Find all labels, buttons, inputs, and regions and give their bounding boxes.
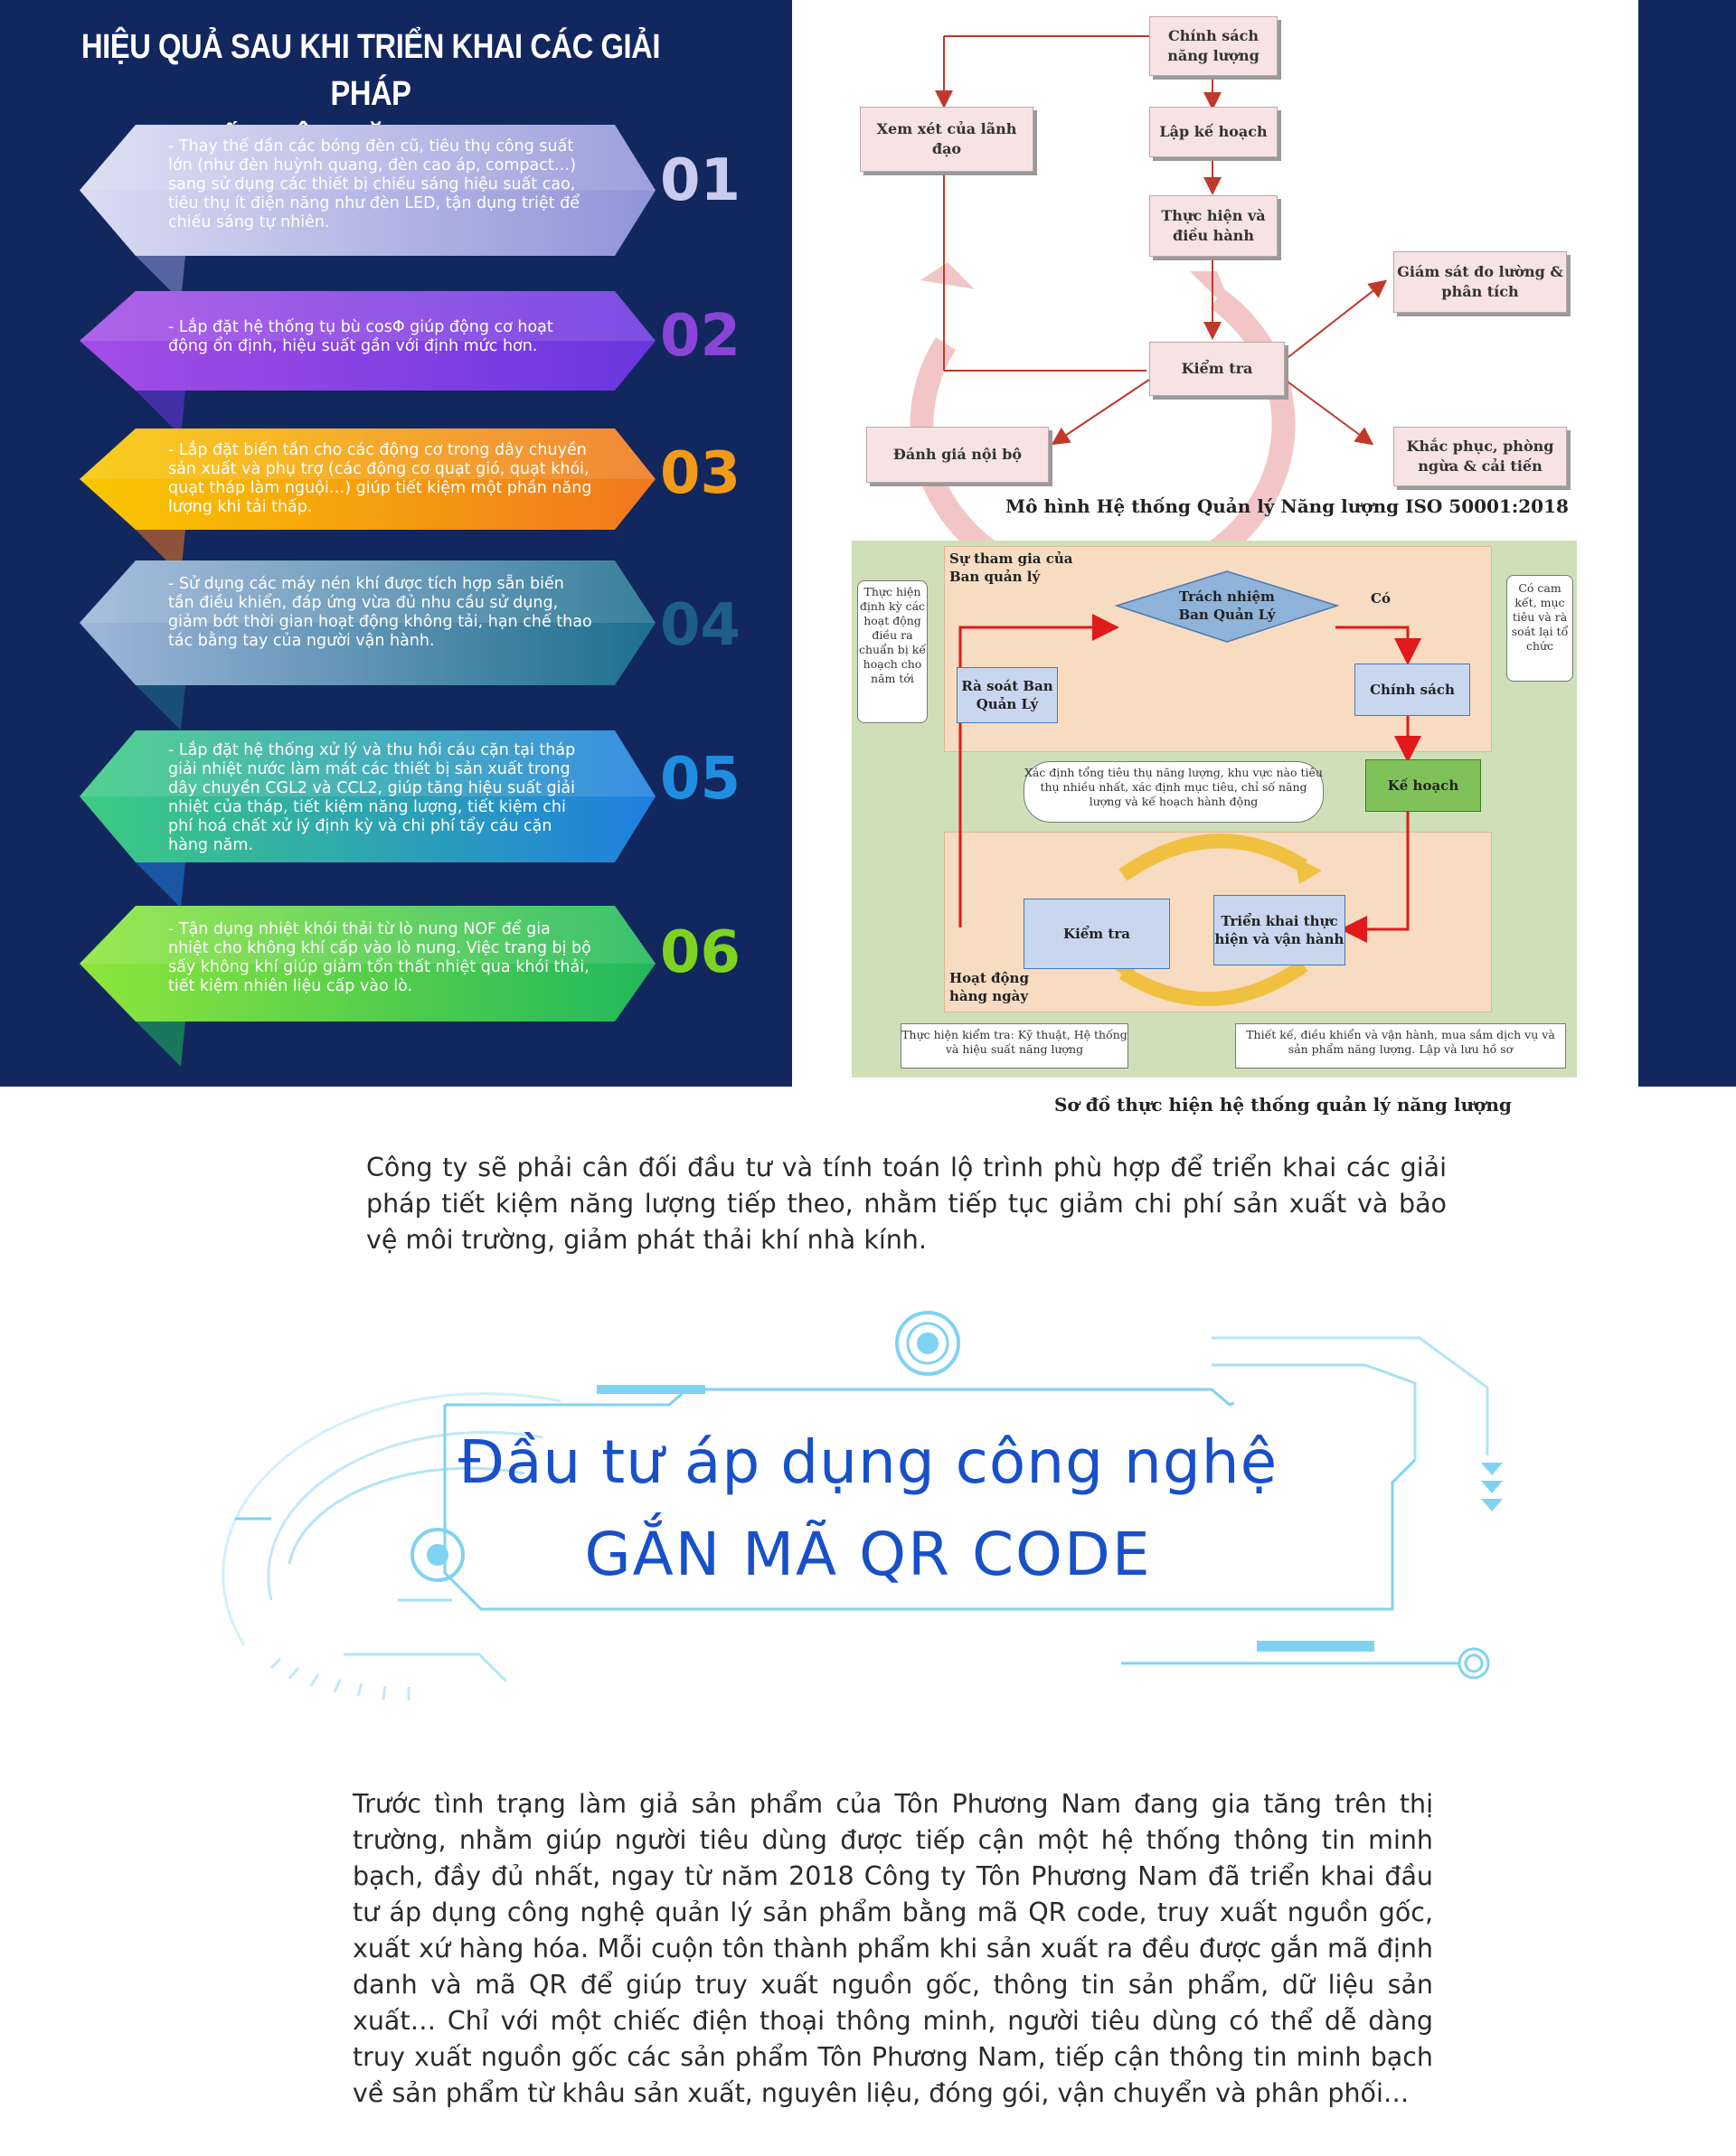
impl-mgmt-label: Sự tham gia của Ban quản lý xyxy=(949,551,1073,585)
iso-box-correct: Khắc phục, phòng ngừa & cải tiến xyxy=(1393,427,1567,486)
step-02-text: - Lắp đặt hệ thống tụ bù cosΦ giúp động … xyxy=(168,318,553,355)
step-04-number: 04 xyxy=(660,592,741,659)
impl-yes-label: Có xyxy=(1371,590,1391,607)
step-03-text: - Lắp đặt biến tần cho các động cơ trong… xyxy=(168,441,592,516)
step-05-text: - Lắp đặt hệ thống xử lý và thu hồi cáu … xyxy=(168,741,576,854)
impl-caption: Sơ đồ thực hiện hệ thống quản lý năng lư… xyxy=(1054,1094,1512,1116)
iso-box-plan: Lập kế hoạch xyxy=(1149,107,1278,157)
step-04-text: - Sử dụng các máy nén khí được tích hợp … xyxy=(168,575,592,650)
step-05: - Lắp đặt hệ thống xử lý và thu hồi cáu … xyxy=(0,730,792,908)
impl-note-middle: Xác định tổng tiêu thụ năng lượng, khu v… xyxy=(1024,761,1324,823)
step-01-number: 01 xyxy=(660,147,741,214)
impl-note-bottom-right: Thiết kế, điều khiển và vận hành, mua sắ… xyxy=(1235,1023,1566,1069)
right-strip xyxy=(1638,0,1736,1087)
impl-check-box: Kiểm tra xyxy=(1024,899,1170,969)
step-03: - Lắp đặt biến tần cho các động cơ trong… xyxy=(0,428,792,575)
impl-note-bottom-left: Thực hiện kiểm tra: Kỹ thuật, Hệ thống v… xyxy=(901,1023,1128,1069)
iso-box-implement: Thực hiện và điều hành xyxy=(1149,195,1278,257)
paragraph-1: Công ty sẽ phải cân đối đầu tư và tính t… xyxy=(366,1153,1447,1255)
step-01: - Thay thế dần các bóng đèn cũ, tiêu thụ… xyxy=(0,125,792,301)
step-04: - Sử dụng các máy nén khí được tích hợp … xyxy=(0,560,792,730)
heading-frame xyxy=(222,1311,1503,1700)
impl-responsibility: Trách nhiệm Ban Quản Lý xyxy=(1178,588,1276,623)
step-05-ribbon xyxy=(80,730,656,908)
step-05-number: 05 xyxy=(660,746,741,813)
diagram-area: Chính sách năng lượng Lập kế hoạch Thực … xyxy=(792,0,1638,1116)
step-01-text: - Thay thế dần các bóng đèn cũ, tiêu thụ… xyxy=(168,137,580,231)
step-03-ribbon xyxy=(80,428,656,575)
infographic-panel: HIỆU QUẢ SAU KHI TRIỂN KHAI CÁC GIẢI PHÁ… xyxy=(0,0,792,1087)
impl-review-box: Rà soát Ban Quản Lý xyxy=(957,667,1058,723)
impl-policy-box: Chính sách xyxy=(1354,664,1470,716)
step-06: - Tận dụng nhiệt khói thải từ lò nung NO… xyxy=(0,906,792,1067)
step-06-text: - Tận dụng nhiệt khói thải từ lò nung NO… xyxy=(168,920,591,995)
step-03-number: 03 xyxy=(660,440,741,507)
step-06-ribbon xyxy=(80,906,656,1067)
impl-deploy-box: Triển khai thực hiện và vận hành xyxy=(1213,895,1345,965)
iso-box-monitor: Giám sát đo lường & phân tích xyxy=(1393,251,1567,313)
heading-line-1: Đầu tư áp dụng công nghệ xyxy=(458,1427,1278,1497)
impl-note-left: Thực hiện định kỳ các hoạt động điều ra … xyxy=(857,580,928,723)
step-06-number: 06 xyxy=(660,919,741,986)
impl-plan-box: Kế hoạch xyxy=(1365,759,1481,812)
heading-line-2: GẮN MÃ QR CODE xyxy=(584,1520,1152,1589)
step-01-ribbon xyxy=(80,125,656,301)
iso-box-audit: Đánh giá nội bộ xyxy=(866,427,1049,483)
impl-arrows xyxy=(958,570,1421,1006)
step-02-ribbon xyxy=(80,291,656,436)
impl-diagram: Sự tham gia của Ban quản lý Hoạt động hà… xyxy=(852,541,1577,1078)
iso-box-policy: Chính sách năng lượng xyxy=(1149,16,1278,76)
paragraph-2: Trước tình trạng làm giả sản phẩm của Tô… xyxy=(353,1789,1433,2108)
iso-caption: Mô hình Hệ thống Quản lý Năng lượng ISO … xyxy=(1005,495,1569,517)
step-02: - Lắp đặt hệ thống tụ bù cosΦ giúp động … xyxy=(0,291,792,436)
step-04-ribbon xyxy=(80,560,656,730)
impl-note-right: Có cam kết, mục tiêu và rà soát lại tổ c… xyxy=(1506,575,1573,682)
iso-box-review: Xem xét của lãnh đạo xyxy=(860,107,1033,172)
iso-box-check: Kiểm tra xyxy=(1149,342,1285,396)
impl-daily-label: Hoạt động hàng ngày xyxy=(949,970,1029,1004)
step-02-number: 02 xyxy=(660,303,741,370)
